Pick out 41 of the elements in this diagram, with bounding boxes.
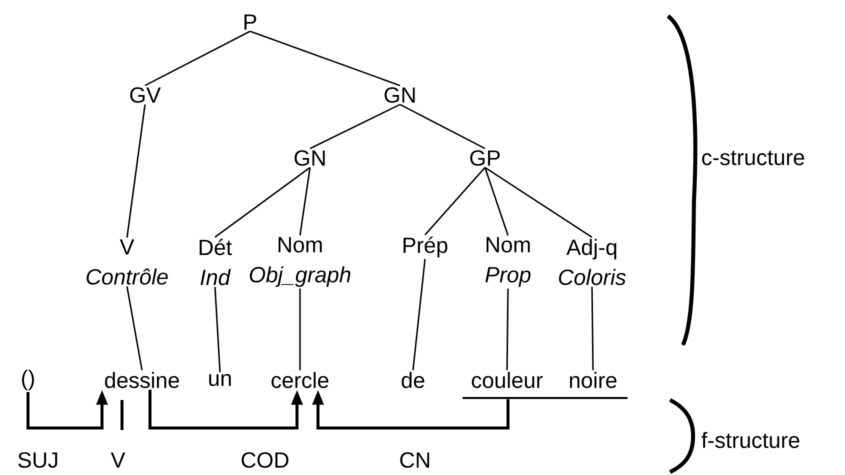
- tree-label: Dét Ind: [200, 238, 232, 286]
- tree-label: (): [22, 370, 34, 390]
- label: f-structure: [702, 432, 800, 448]
- tree-label: Adj-q Coloris: [558, 238, 626, 286]
- tree-label: GN: [384, 87, 415, 103]
- tree-label: de: [402, 372, 424, 388]
- tree-branch: [506, 288, 509, 370]
- tree-branch: [424, 167, 486, 236]
- tree-branch: [400, 104, 486, 150]
- tree-label: GV: [130, 87, 161, 103]
- tree-branch: [126, 104, 146, 238]
- tree-branch: [214, 286, 221, 372]
- underline-bar: [462, 397, 628, 399]
- tree-label: dessine: [105, 372, 179, 388]
- edge-label: CN: [400, 452, 430, 468]
- tree-label: P: [244, 14, 256, 30]
- tree-label: Nom Obj_graph: [250, 237, 350, 287]
- tree-label: GN: [294, 150, 325, 166]
- tree-label: couleur: [472, 372, 543, 388]
- tree-label: Prép: [404, 236, 448, 258]
- tree-branch: [484, 167, 509, 236]
- tree-branch: [299, 288, 301, 370]
- tree-branch: [214, 166, 310, 238]
- tree-branch: [412, 259, 426, 370]
- tree-label: un: [209, 374, 231, 386]
- tree-label: V Contrôle: [86, 239, 168, 285]
- edge-label: COD: [242, 452, 288, 468]
- tree-label: GP: [470, 150, 500, 166]
- label: V: [110, 452, 126, 468]
- tree-label: Nom Prop: [485, 237, 531, 287]
- tree-label: noire: [570, 372, 616, 388]
- tree-branch: [484, 166, 592, 238]
- tree-branch: [126, 286, 143, 370]
- tree-branch: [591, 286, 594, 370]
- tree-label: cercle: [272, 372, 328, 388]
- edge-label: SUJ: [18, 452, 58, 468]
- label: c-structure: [702, 150, 804, 166]
- tree-branch: [250, 30, 400, 86]
- tree-branch: [144, 30, 250, 86]
- tree-branch: [299, 167, 311, 236]
- tree-branch: [310, 104, 400, 150]
